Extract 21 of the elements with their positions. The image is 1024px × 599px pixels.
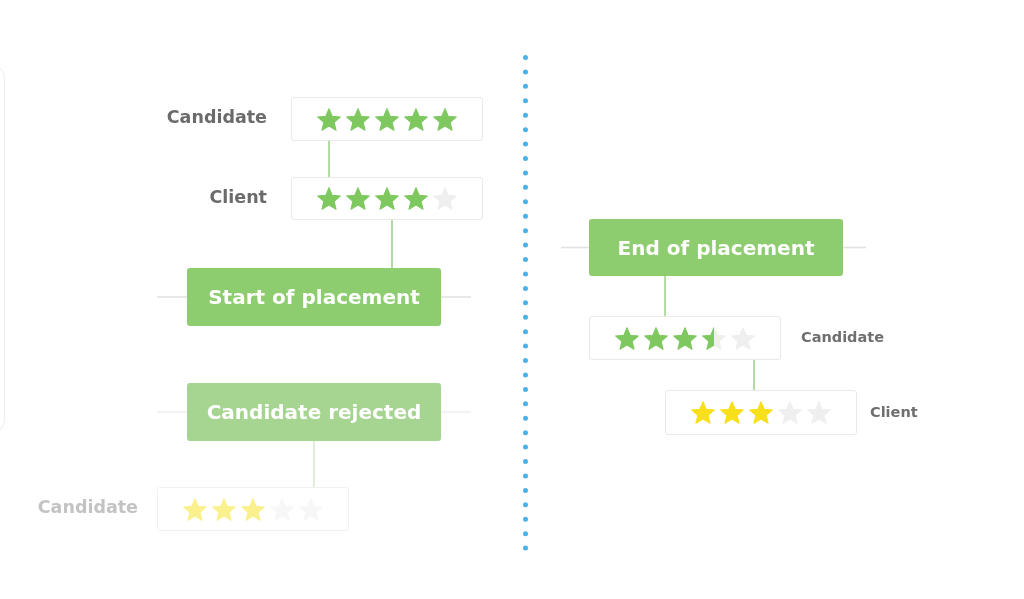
rating-label: Client xyxy=(209,186,267,207)
stage-box xyxy=(187,383,441,441)
connector-line xyxy=(391,219,393,269)
stage-box xyxy=(187,268,441,326)
connector-line xyxy=(753,359,755,391)
rating-label: Candidate xyxy=(37,496,138,518)
rating-box xyxy=(665,390,857,435)
rating-box xyxy=(589,316,781,360)
connector-line xyxy=(664,275,666,317)
stage-title: Candidate rejected xyxy=(206,400,422,424)
stage-title: Start of placement xyxy=(208,285,420,309)
rating-label: Candidate xyxy=(801,329,885,347)
rating-box xyxy=(157,487,349,531)
rating-box xyxy=(291,177,483,220)
stage-box xyxy=(589,219,843,276)
rating-label: Candidate xyxy=(166,106,267,128)
connector-line xyxy=(328,140,330,178)
stage-title: End of placement xyxy=(617,235,815,260)
rating-label: Client xyxy=(870,403,918,422)
rating-box xyxy=(291,97,483,141)
connector-line xyxy=(313,440,315,488)
